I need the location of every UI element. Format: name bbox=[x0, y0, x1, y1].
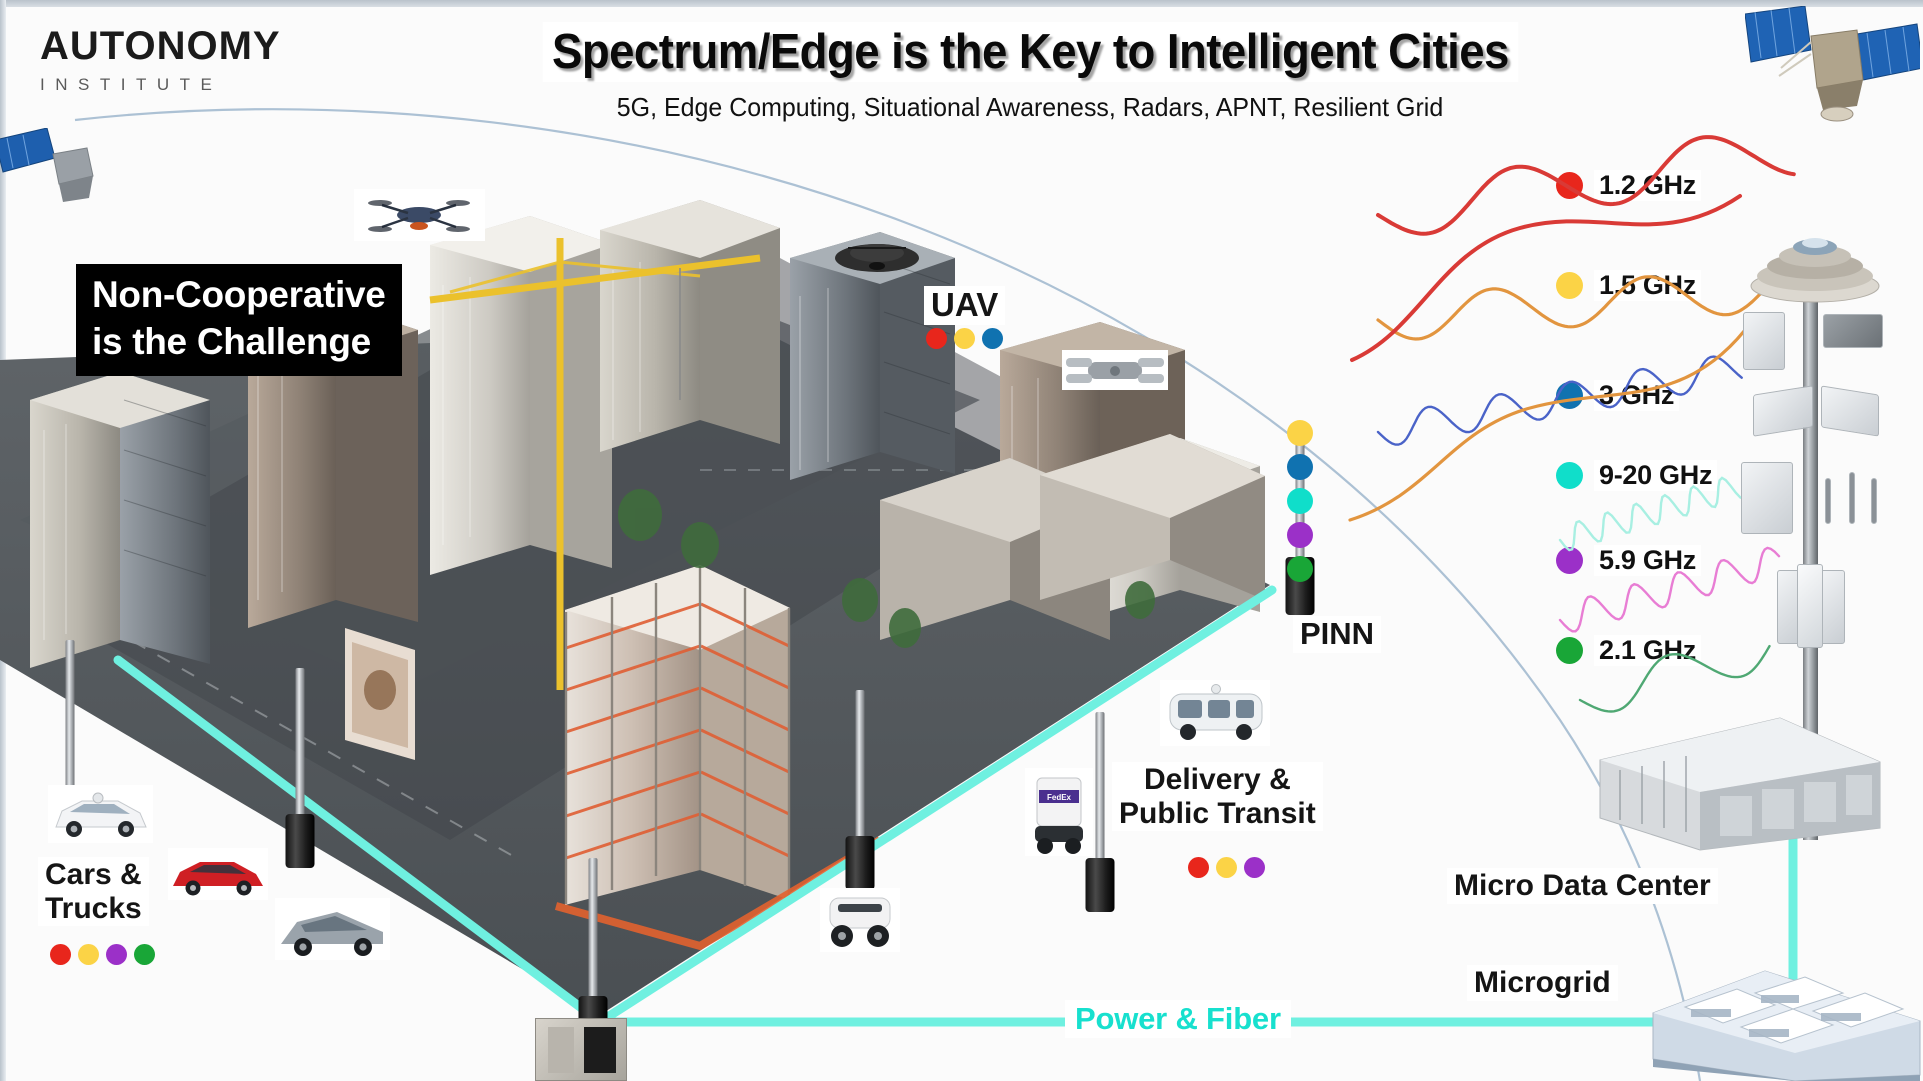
freq-label-2: 1.5 GHz bbox=[1594, 270, 1701, 301]
street-pole bbox=[1085, 712, 1115, 912]
freq-label-5: 5.9 GHz bbox=[1594, 545, 1701, 576]
freq-legend-item-4: 9-20 GHz bbox=[1556, 460, 1718, 491]
freq-legend-item-3: 3 GHz bbox=[1556, 380, 1680, 411]
delivery-dot-3 bbox=[1244, 857, 1265, 878]
building-mural-icon bbox=[345, 628, 415, 760]
cars-label-line-1: Cars & bbox=[45, 858, 142, 892]
cell-tower-icon bbox=[1735, 238, 1895, 860]
freq-dot-4 bbox=[1556, 462, 1583, 489]
uav-quad-icon bbox=[1062, 350, 1168, 390]
cars-dot-row bbox=[50, 944, 155, 965]
antenna-panel bbox=[1819, 570, 1845, 644]
street-pole bbox=[285, 668, 315, 868]
freq-dot-5 bbox=[1556, 547, 1583, 574]
freq-legend-item-1: 1.2 GHz bbox=[1556, 170, 1701, 201]
brand-logo: AUTONOMY INSTITUTE bbox=[40, 26, 370, 95]
antenna-panel bbox=[1741, 462, 1793, 534]
cars-label-line-2: Trucks bbox=[45, 891, 142, 926]
page-title: Spectrum/Edge is the Key to Intelligent … bbox=[542, 22, 1518, 82]
delivery-dot-1 bbox=[1188, 857, 1209, 878]
autonomous-shuttle-icon bbox=[1160, 680, 1270, 746]
delivery-dot-row bbox=[1188, 857, 1265, 878]
delivery-transit-label: Delivery & Public Transit bbox=[1112, 762, 1323, 832]
antenna-panel bbox=[1821, 385, 1879, 437]
microgrid-icon bbox=[1645, 935, 1923, 1081]
pinn-dot-3 bbox=[1287, 488, 1313, 514]
pinn-label: PINN bbox=[1293, 616, 1382, 653]
construction-crane-icon bbox=[429, 238, 761, 690]
uav-dot-2 bbox=[954, 328, 975, 349]
uav-label: UAV bbox=[924, 286, 1006, 325]
delivery-label-line-2: Public Transit bbox=[1119, 796, 1316, 831]
freq-dot-1 bbox=[1556, 172, 1583, 199]
freq-dot-6 bbox=[1556, 637, 1583, 664]
pinn-dot-5 bbox=[1287, 556, 1313, 582]
electric-truck-icon bbox=[275, 898, 390, 960]
cars-dot-3 bbox=[106, 944, 127, 965]
delivery-robot-icon: FedEx bbox=[1025, 768, 1093, 856]
uav-dot-3 bbox=[982, 328, 1003, 349]
red-sedan-icon bbox=[168, 848, 268, 900]
antenna-panel bbox=[1743, 312, 1785, 370]
microgrid-label: Microgrid bbox=[1467, 965, 1618, 1001]
title-block: Spectrum/Edge is the Key to Intelligent … bbox=[430, 22, 1630, 123]
svg-text:FedEx: FedEx bbox=[1047, 793, 1072, 802]
freq-label-1: 1.2 GHz bbox=[1594, 170, 1701, 201]
street-pole bbox=[845, 690, 875, 890]
satellite-icon bbox=[0, 128, 94, 202]
antenna-panel bbox=[1849, 472, 1855, 524]
freq-label-3: 3 GHz bbox=[1594, 380, 1680, 411]
brand-subword: INSTITUTE bbox=[40, 75, 223, 94]
pinn-dot-2 bbox=[1287, 454, 1313, 480]
antenna-panel bbox=[1871, 478, 1877, 524]
sidewalk-robot-icon bbox=[820, 888, 900, 952]
antenna-panel bbox=[1797, 564, 1823, 648]
freq-dot-2 bbox=[1556, 272, 1583, 299]
page-subtitle: 5G, Edge Computing, Situational Awarenes… bbox=[616, 92, 1444, 122]
drone-icon bbox=[354, 189, 485, 241]
roadside-cabinet-icon bbox=[535, 1018, 627, 1081]
autonomous-car-icon bbox=[48, 785, 153, 843]
power-fiber-label: Power & Fiber bbox=[1065, 1000, 1291, 1038]
pinn-dot-1 bbox=[1287, 420, 1313, 446]
micro-data-center-label: Micro Data Center bbox=[1447, 868, 1718, 904]
pinn-dot-4 bbox=[1287, 522, 1313, 548]
callout-line-2: is the Challenge bbox=[92, 321, 371, 363]
antenna-panel bbox=[1825, 478, 1831, 524]
delivery-label-line-1: Delivery & bbox=[1119, 763, 1316, 797]
pinn-pole bbox=[1283, 410, 1317, 615]
delivery-dot-2 bbox=[1216, 857, 1237, 878]
radar-radome-icon bbox=[1750, 238, 1880, 303]
freq-legend-item-5: 5.9 GHz bbox=[1556, 545, 1701, 576]
cars-dot-2 bbox=[78, 944, 99, 965]
brand-wordmark: AUTONOMY bbox=[40, 24, 281, 68]
cars-dot-1 bbox=[50, 944, 71, 965]
uav-dot-1 bbox=[926, 328, 947, 349]
cars-dot-4 bbox=[134, 944, 155, 965]
freq-legend-item-6: 2.1 GHz bbox=[1556, 635, 1701, 666]
data-center-icon bbox=[1590, 700, 1890, 860]
uav-disc-icon bbox=[835, 244, 919, 272]
callout-line-1: Non-Cooperative bbox=[92, 274, 386, 315]
satellite-icon bbox=[1745, 6, 1920, 122]
freq-legend-item-2: 1.5 GHz bbox=[1556, 270, 1701, 301]
cars-trucks-label: Cars & Trucks bbox=[38, 857, 149, 927]
uav-dot-row bbox=[926, 328, 1003, 349]
freq-dot-3 bbox=[1556, 382, 1583, 409]
freq-label-4: 9-20 GHz bbox=[1594, 460, 1718, 491]
non-cooperative-callout: Non-Cooperative is the Challenge bbox=[76, 264, 402, 376]
freq-label-6: 2.1 GHz bbox=[1594, 635, 1701, 666]
slide-top-edge bbox=[0, 0, 1923, 7]
antenna-panel bbox=[1823, 314, 1883, 348]
